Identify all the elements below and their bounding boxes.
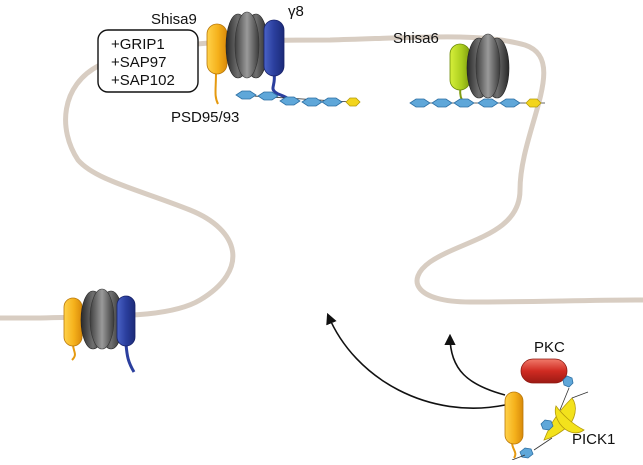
label-pkc: PKC [534, 339, 565, 356]
interactor-sap102: +SAP102 [111, 72, 175, 89]
shisa9-protein [206, 23, 228, 75]
psd95-93-chain [235, 90, 361, 107]
ampar-receptor [234, 11, 260, 79]
interactor-box: +GRIP1 +SAP97 +SAP102 [97, 29, 199, 93]
psd-chain-right [409, 98, 545, 108]
pick1-pkc-complex [504, 358, 589, 461]
interactor-sap97: +SAP97 [111, 54, 166, 71]
interactor-grip1: +GRIP1 [111, 36, 165, 53]
arrow-to-right-membrane [444, 333, 506, 396]
ampar-complex-shisa6 [449, 33, 510, 101]
ampar-complex-shisa9-gamma8 [206, 11, 291, 105]
label-gamma8: γ8 [288, 3, 304, 20]
gamma8-protein [263, 19, 285, 77]
label-pick1: PICK1 [572, 431, 615, 448]
pkc-protein [520, 358, 568, 384]
label-psd95-93: PSD95/93 [171, 109, 239, 126]
pkc-pdz-domain [562, 375, 574, 388]
shisa-protein-bottom [504, 391, 524, 445]
plasma-membrane [0, 34, 643, 321]
label-shisa6: Shisa6 [393, 30, 439, 47]
label-shisa9: Shisa9 [151, 11, 197, 28]
arrow-to-left-membrane [326, 312, 506, 409]
ampar-complex-extrasynaptic [63, 288, 136, 373]
